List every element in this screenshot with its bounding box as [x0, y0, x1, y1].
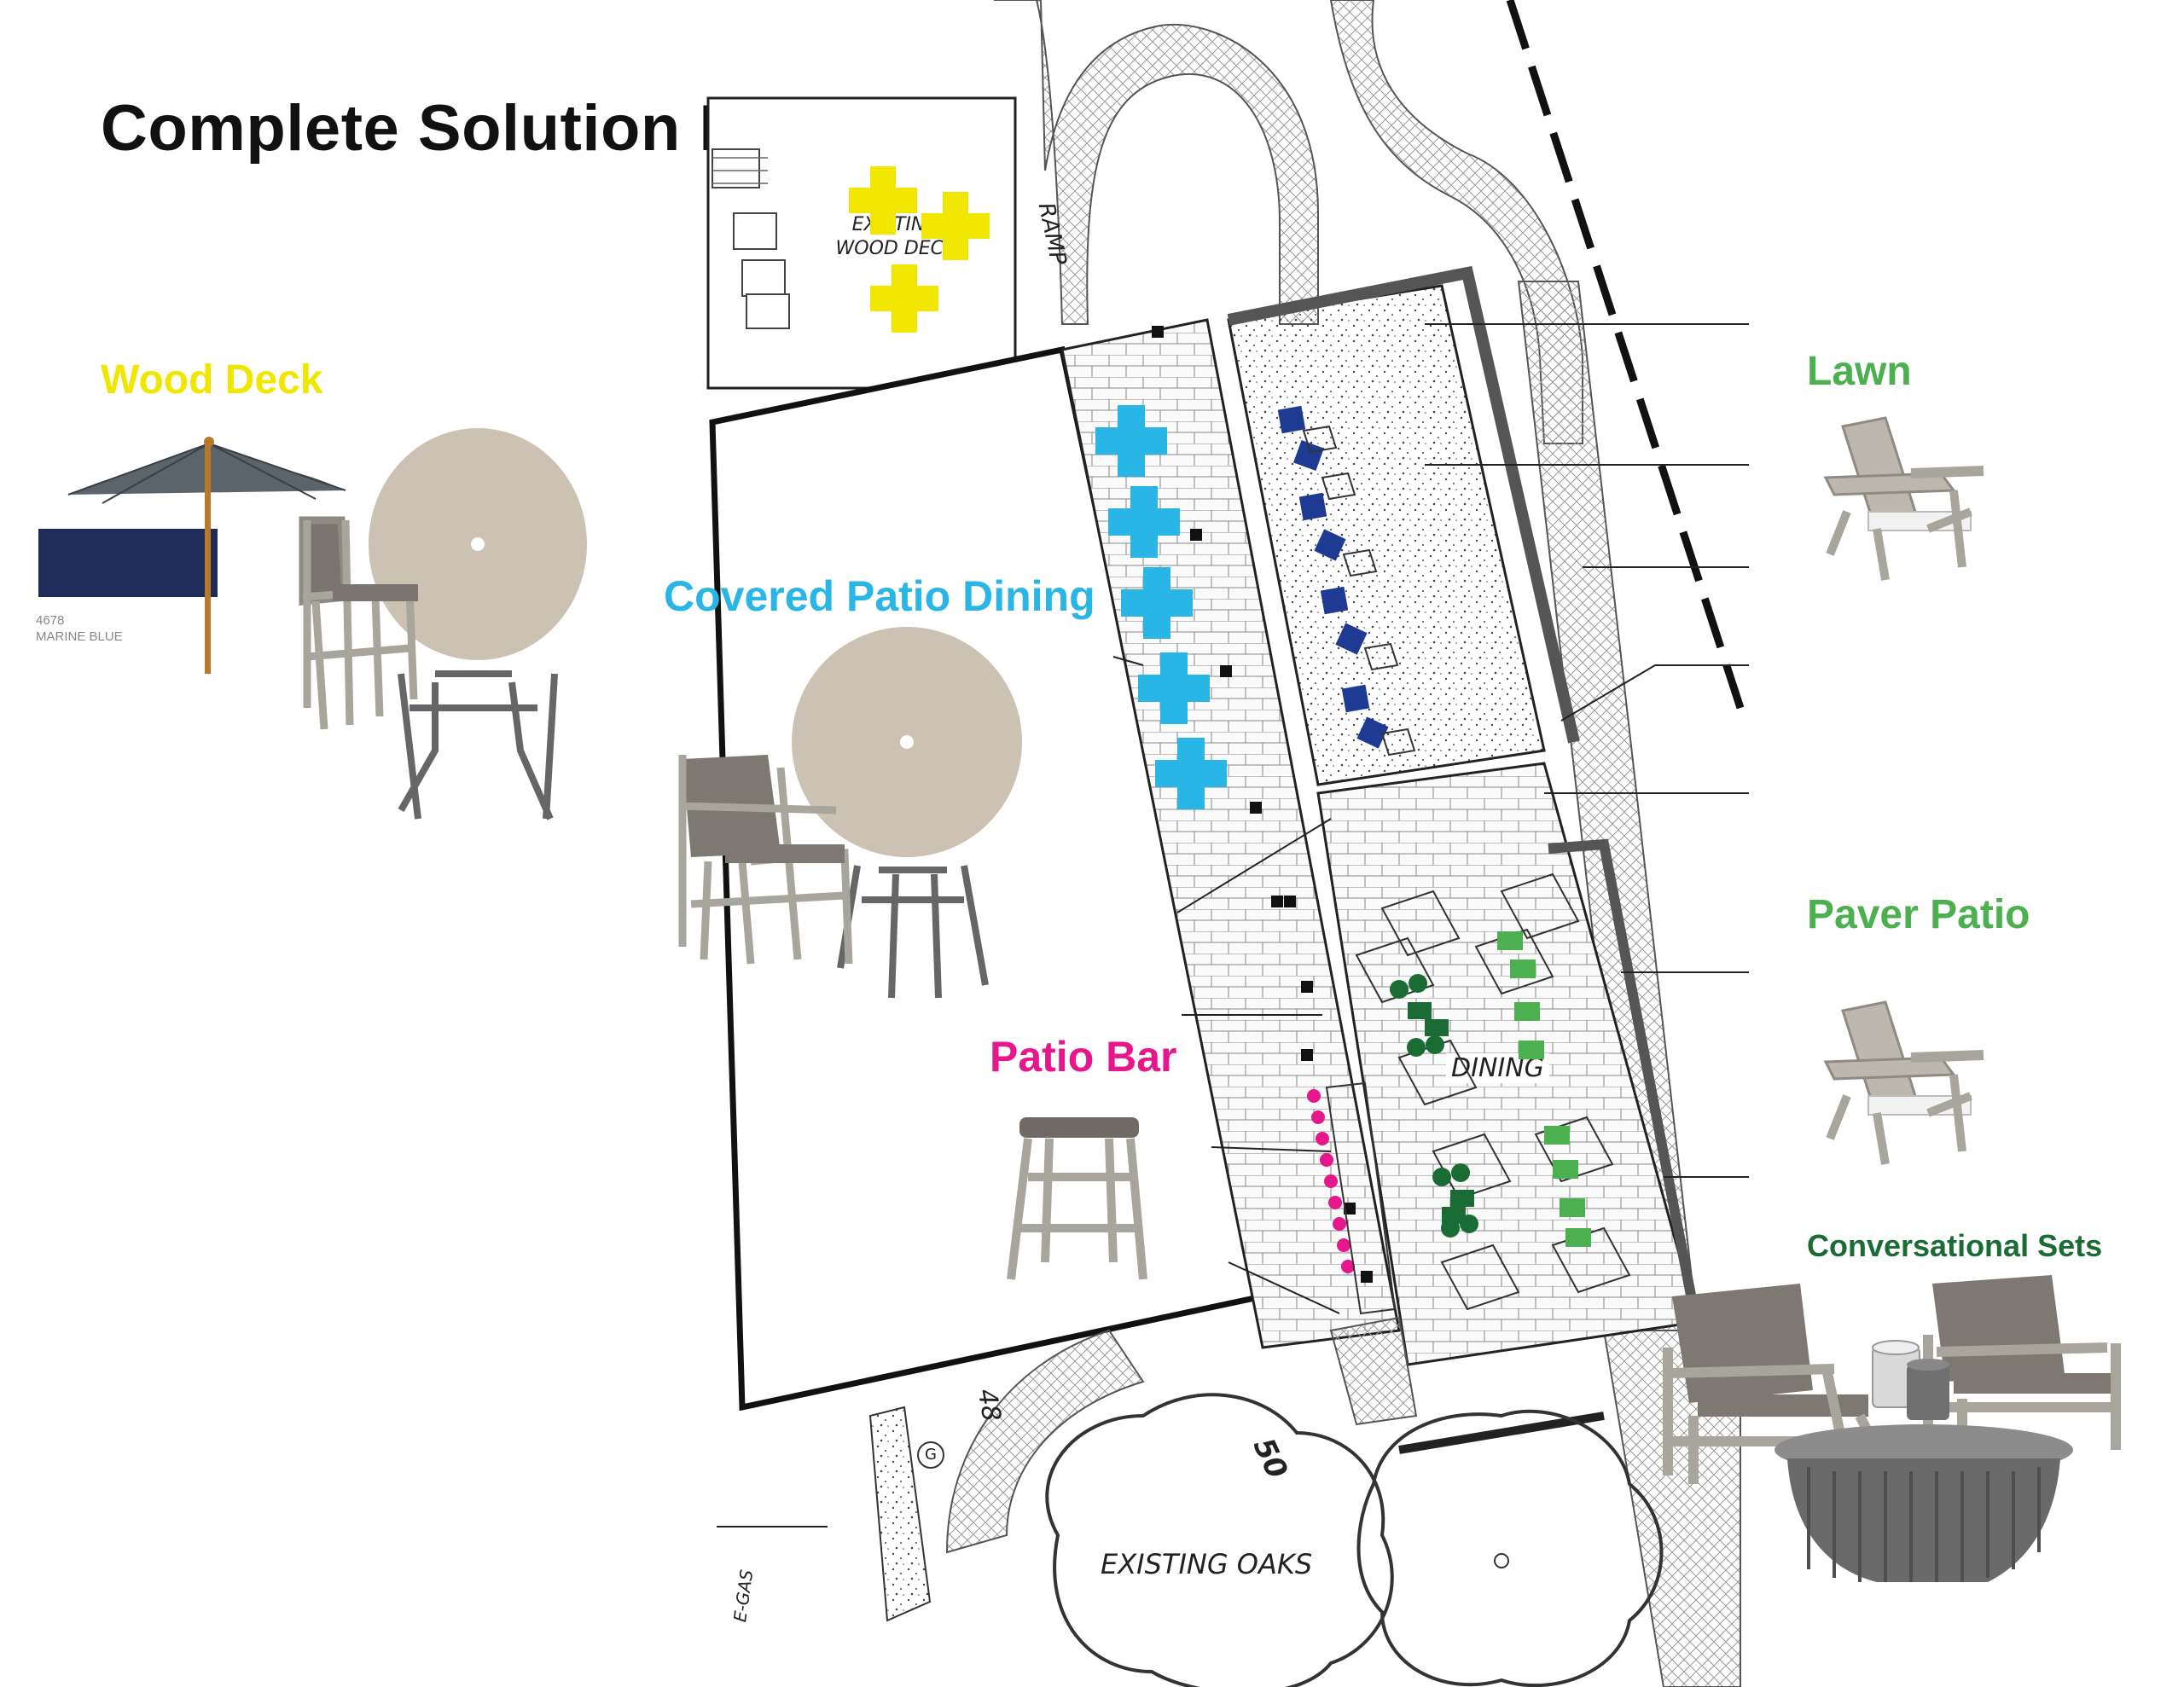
- legend-patio-bar: Patio Bar: [990, 1033, 1177, 1081]
- g-marker: G: [917, 1441, 944, 1469]
- bar-stool-icon: [1007, 1117, 1147, 1280]
- legend-lawn: Lawn: [1807, 349, 1912, 394]
- umbrella-icon: [67, 437, 346, 674]
- swatch-caption: 4678 MARINE BLUE: [36, 613, 123, 644]
- dining-label: DINING: [1446, 1053, 1549, 1083]
- bar-stool-icon: [299, 516, 419, 730]
- fabric-swatch: [38, 529, 218, 597]
- wood-deck-tables: [849, 166, 990, 333]
- legend-paver-patio: Paver Patio: [1807, 892, 2030, 937]
- round-table-icon: [369, 428, 587, 820]
- dining-chair-icon: [678, 755, 853, 965]
- legend-wood-deck: Wood Deck: [101, 357, 323, 403]
- side-table-icon: [1872, 1340, 1949, 1420]
- covered-patio-tables: [1095, 405, 1227, 809]
- coffee-table-icon: [1774, 1424, 2073, 1582]
- legend-conversational-sets: Conversational Sets: [1807, 1228, 2103, 1263]
- lounge-chair-icon: [1663, 1284, 1882, 1484]
- light-green-chairs: [1497, 931, 1591, 1247]
- adirondack-chair-icon: [1823, 416, 1984, 581]
- lawn-chairs: [1277, 405, 1389, 749]
- adirondack-chair-icon: [1823, 1000, 1984, 1165]
- legend-covered-patio-dining: Covered Patio Dining: [664, 572, 1095, 620]
- dark-green-chairs: [1390, 974, 1478, 1238]
- patio-bar-stools: [1307, 1089, 1355, 1273]
- existing-oaks-label: EXISTING OAKS: [1101, 1548, 1313, 1580]
- lounge-chair-icon: [1923, 1275, 2121, 1450]
